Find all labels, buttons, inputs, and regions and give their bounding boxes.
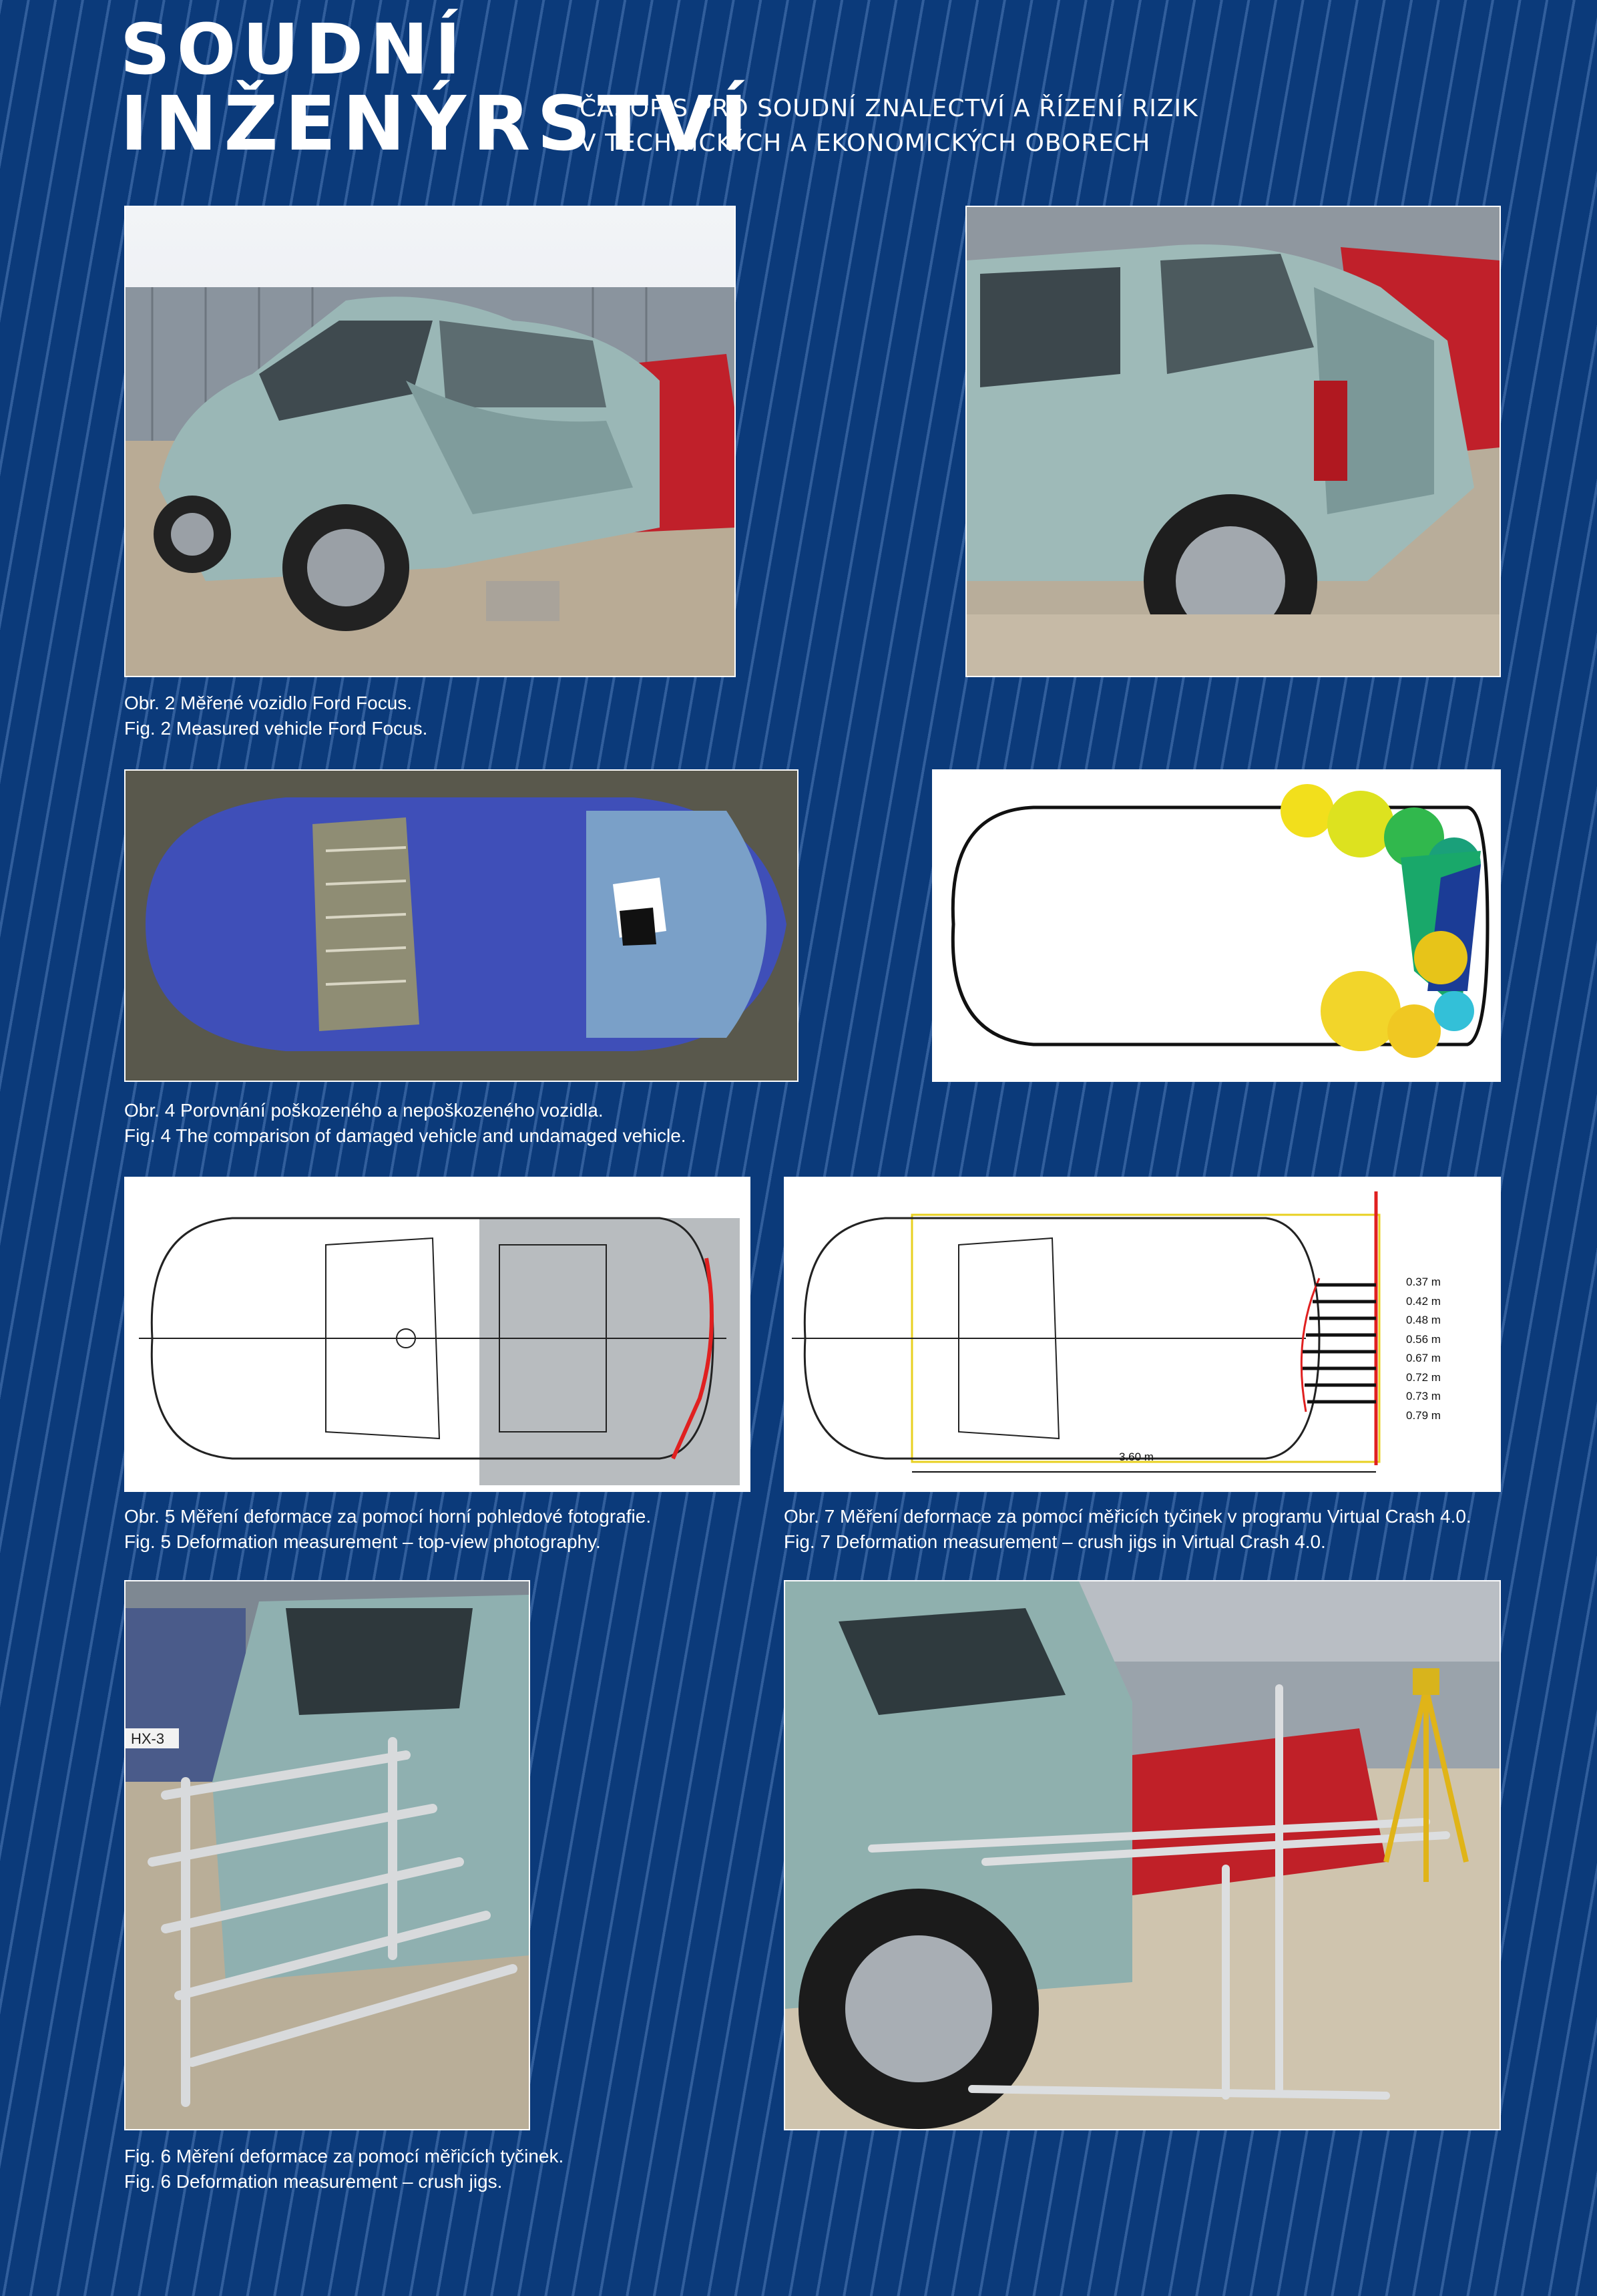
damaged-car-photo-1 — [126, 207, 734, 676]
measurement-list: 0.37 m 0.42 m 0.48 m 0.56 m 0.67 m 0.72 … — [1406, 1273, 1441, 1425]
masthead-line1: SOUDNÍ — [120, 9, 467, 90]
caption-fig4-en: Fig. 4 The comparison of damaged vehicle… — [124, 1125, 686, 1146]
caption-fig5-cz: Obr. 5 Měření deformace za pomocí horní … — [124, 1506, 652, 1527]
caption-fig2-en: Fig. 2 Measured vehicle Ford Focus. — [124, 718, 428, 739]
photo-fig2-side-closeup — [965, 206, 1501, 677]
measurement-label: 0.73 m — [1406, 1390, 1441, 1402]
scan-fig4-overlay — [124, 769, 798, 1082]
measurement-label: 0.37 m — [1406, 1276, 1441, 1288]
measurement-label: 0.72 m — [1406, 1370, 1441, 1384]
masthead-tagline-2: V TECHNICKÝCH A EKONOMICKÝCH OBORECH — [580, 130, 1151, 157]
crush-jig-drawing — [785, 1178, 1500, 1491]
caption-fig4-cz: Obr. 4 Porovnání poškozeného a nepoškoze… — [124, 1100, 604, 1121]
license-plate-text: HX-3 — [131, 1730, 164, 1747]
photo-fig6-jigs-rear: HX-3 — [124, 1580, 530, 2130]
crush-jigs-photo-2 — [785, 1581, 1500, 2129]
measurement-label: 0.79 m — [1406, 1408, 1441, 1422]
diagram-fig5-top-view — [124, 1177, 750, 1492]
caption-fig6-cz: Fig. 6 Měření deformace za pomocí měřicí… — [124, 2146, 564, 2166]
scan-fig4-outline — [932, 769, 1501, 1082]
masthead-line2: INŽENÝRSTVÍ — [120, 81, 754, 168]
measurement-label: 0.48 m — [1406, 1314, 1441, 1326]
measurement-label: 0.42 m — [1406, 1294, 1441, 1308]
point-cloud-comparison-image — [126, 771, 797, 1081]
photo-fig2-rear-three-quarter — [124, 206, 736, 677]
top-view-overlay-drawing — [126, 1178, 749, 1491]
photo-fig6-jigs-side — [784, 1580, 1501, 2130]
measurement-label: 0.56 m — [1406, 1332, 1441, 1346]
crush-jigs-photo-1: HX-3 — [126, 1581, 529, 2129]
damaged-car-photo-2 — [967, 207, 1500, 676]
caption-fig5-en: Fig. 5 Deformation measurement – top-vie… — [124, 1531, 601, 1552]
caption-fig2-cz: Obr. 2 Měřené vozidlo Ford Focus. — [124, 693, 413, 713]
caption-fig7-cz: Obr. 7 Měření deformace za pomocí měřicí… — [784, 1506, 1471, 1527]
caption-fig7-en: Fig. 7 Deformation measurement – crush j… — [784, 1531, 1326, 1552]
diagram-fig7-virtual-crash: 0.37 m 0.42 m 0.48 m 0.56 m 0.67 m 0.72 … — [784, 1177, 1501, 1492]
measurement-label: 0.67 m — [1406, 1352, 1441, 1364]
length-label: 3.60 m — [1119, 1451, 1154, 1463]
caption-fig6-en: Fig. 6 Deformation measurement – crush j… — [124, 2171, 503, 2192]
deformation-heatmap-image — [933, 771, 1500, 1081]
masthead-tagline-1: ČASOPIS PRO SOUDNÍ ZNALECTVÍ A ŘÍZENÍ RI… — [580, 95, 1198, 122]
